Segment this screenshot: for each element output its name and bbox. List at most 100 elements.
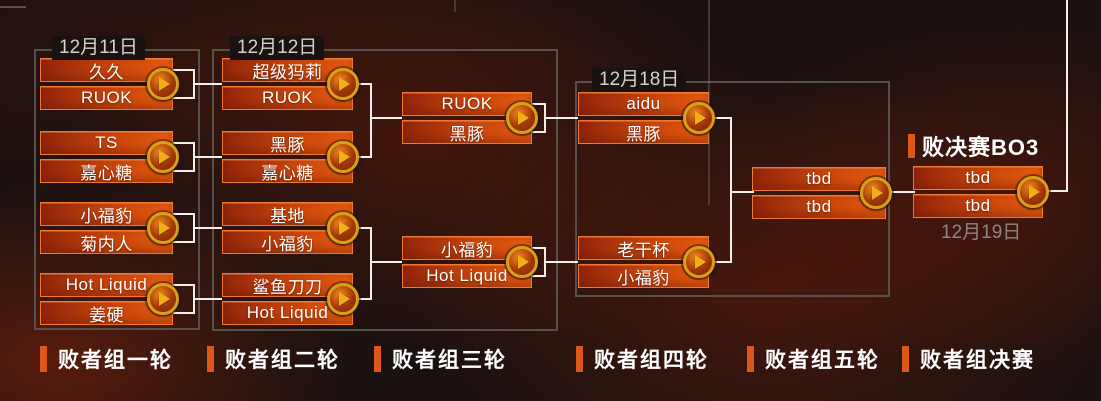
accent-bar-icon [207,346,214,372]
match: 老干杯 小福豹 [578,236,715,288]
round2-date: 12月12日 [230,36,325,60]
connector-h [173,97,195,99]
team-name[interactable]: RUOK [222,86,353,110]
accent-bar-icon [576,346,583,372]
round-label-text: 败者组决赛 [920,349,1035,372]
accent-bar-icon [374,346,381,372]
connector-h [886,191,915,193]
connector-h [173,142,195,144]
losers-final-date: 12月19日 [941,222,1022,243]
losers-final-title: 败决赛BO3 [908,130,1039,162]
match: tbd tbd [752,167,892,219]
connector-h [173,213,195,215]
connector-h [193,298,222,300]
connector-h [355,83,372,85]
play-icon[interactable] [506,102,538,134]
connector-h [712,117,732,119]
connector-h [173,284,195,286]
round-label-1: 败者组一轮 [40,344,173,374]
connector-h [173,69,195,71]
play-triangle-icon [338,150,357,164]
play-icon[interactable] [147,283,179,315]
connector-h [173,241,195,243]
team-name[interactable]: tbd [752,167,886,191]
match: aidu 黑豚 [578,92,715,144]
play-icon[interactable] [327,68,359,100]
round2-3-frame [212,49,558,331]
play-icon[interactable] [327,212,359,244]
play-icon[interactable] [327,141,359,173]
connector-h [730,191,754,193]
play-icon[interactable] [506,246,538,278]
connector-h [712,261,732,263]
team-name[interactable]: 小福豹 [222,230,353,254]
connector-line [454,0,456,12]
match: 鲨鱼刀刀 Hot Liquid [222,273,359,325]
connector-h [370,261,402,263]
team-name[interactable]: RUOK [402,92,532,116]
round1-date: 12月11日 [52,36,145,60]
connector-line [708,0,710,205]
connector-v [370,83,372,158]
round4-date: 12月18日 [592,68,687,92]
play-icon[interactable] [1017,176,1049,208]
match: TS 嘉心糖 [40,131,179,183]
play-icon[interactable] [683,246,715,278]
match: tbd tbd [913,166,1049,218]
accent-bar-icon [747,346,754,372]
connector-h [355,227,372,229]
team-name[interactable]: 基地 [222,202,353,226]
accent-bar-icon [908,134,915,158]
round-label-text: 败者组一轮 [58,349,173,372]
team-name[interactable]: 菊内人 [40,230,173,254]
match: 小福豹 Hot Liquid [402,236,538,288]
connector-h [532,247,546,249]
connector-line [0,6,26,8]
accent-bar-icon [902,346,909,372]
connector-h [355,298,372,300]
connector-v [1066,0,1068,192]
connector-h [544,117,578,119]
play-triangle-icon [158,150,177,164]
match: 基地 小福豹 [222,202,359,254]
play-triangle-icon [338,221,357,235]
round-label-text: 败者组四轮 [594,349,709,372]
connector-h [173,312,195,314]
losers-final-title-text: 败决赛BO3 [922,135,1040,160]
connector-h [532,131,546,133]
connector-h [193,156,222,158]
connector-h [193,83,222,85]
connector-v [730,117,732,263]
match: 超级犸莉 RUOK [222,58,359,110]
round-label-5: 败者组五轮 [747,344,880,374]
match: RUOK 黑豚 [402,92,538,144]
match: 小福豹 菊内人 [40,202,179,254]
team-name[interactable]: 嘉心糖 [222,159,353,183]
play-icon[interactable] [860,177,892,209]
connector-h [532,103,546,105]
round-label-3: 败者组三轮 [374,344,507,374]
play-triangle-icon [338,292,357,306]
match: Hot Liquid 姜硬 [40,273,179,325]
connector-h [355,156,372,158]
play-icon[interactable] [327,283,359,315]
round-label-6: 败者组决赛 [902,344,1035,374]
team-name[interactable]: 久久 [40,58,173,82]
play-triangle-icon [694,111,713,125]
play-icon[interactable] [147,68,179,100]
play-icon[interactable] [147,212,179,244]
match: 久久 RUOK [40,58,179,110]
connector-h [532,275,546,277]
play-icon[interactable] [683,102,715,134]
play-triangle-icon [158,77,177,91]
connector-h [193,227,222,229]
round-label-4: 败者组四轮 [576,344,709,374]
play-triangle-icon [158,221,177,235]
match: 黑豚 嘉心糖 [222,131,359,183]
round-label-text: 败者组三轮 [392,349,507,372]
round-label-text: 败者组五轮 [765,349,880,372]
round-label-2: 败者组二轮 [207,344,340,374]
play-triangle-icon [694,255,713,269]
play-triangle-icon [517,255,536,269]
play-icon[interactable] [147,141,179,173]
